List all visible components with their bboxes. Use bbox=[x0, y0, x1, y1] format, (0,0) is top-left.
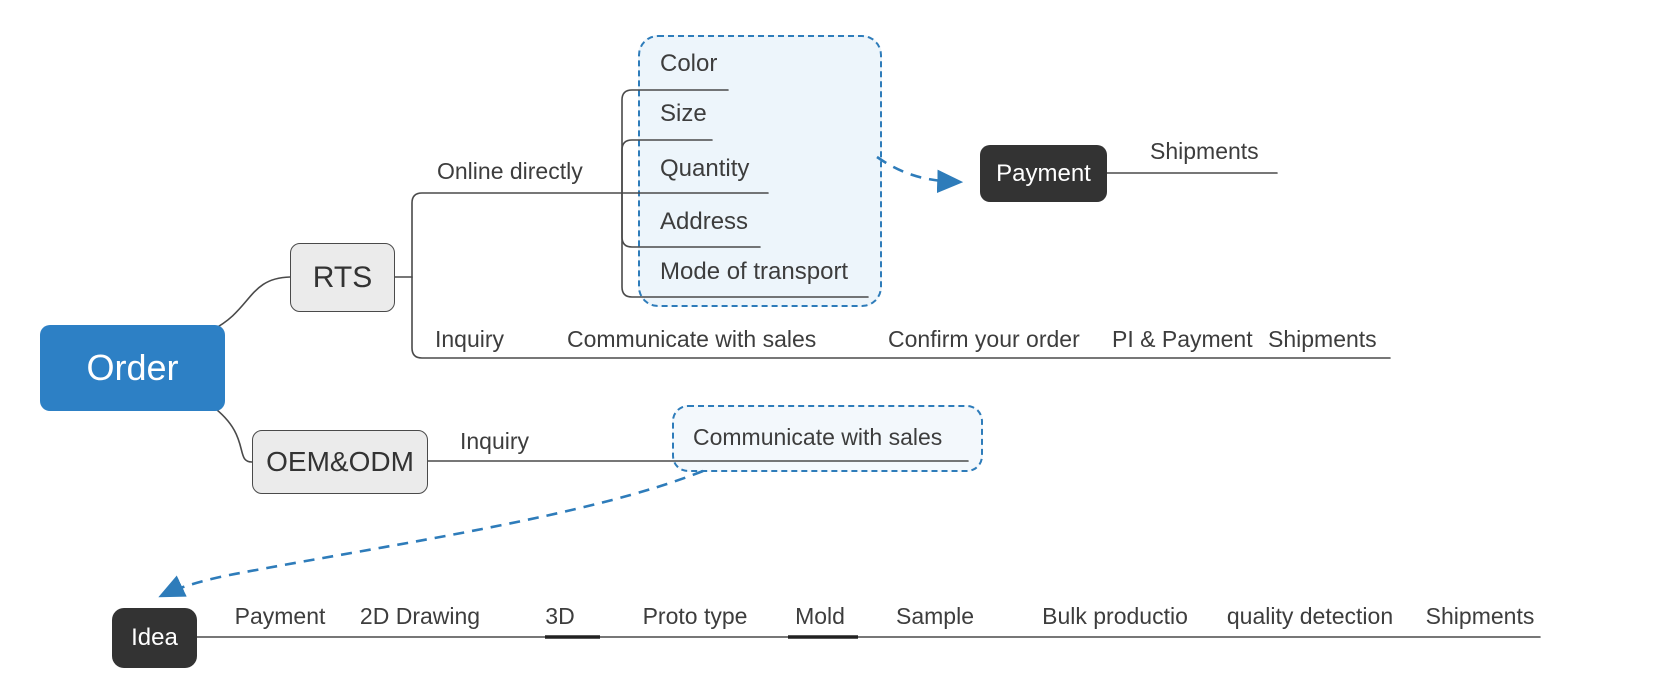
idea-step-sample[interactable]: Sample bbox=[896, 603, 974, 629]
rts-step-inquiry[interactable]: Inquiry bbox=[435, 326, 505, 352]
rts-step-communicate[interactable]: Communicate with sales bbox=[567, 326, 817, 352]
option-label-address[interactable]: Address bbox=[660, 208, 749, 235]
idea-step-2d-drawing[interactable]: 2D Drawing bbox=[359, 603, 481, 629]
idea-node-label: Idea bbox=[131, 624, 178, 651]
idea-node[interactable]: Idea bbox=[112, 608, 197, 668]
edge-rts-online bbox=[411, 192, 623, 278]
payment-node[interactable]: Payment bbox=[980, 145, 1107, 202]
rts-step-confirm-order[interactable]: Confirm your order bbox=[888, 326, 1080, 352]
edge-option-transport bbox=[621, 192, 869, 298]
rts-node-label: RTS bbox=[312, 260, 373, 294]
oem-odm-node[interactable]: OEM&ODM bbox=[252, 430, 428, 494]
idea-step-proto-type[interactable]: Proto type bbox=[642, 603, 748, 629]
root-node-label: Order bbox=[86, 347, 179, 388]
edge-rts-steps bbox=[411, 276, 1391, 359]
option-label-color[interactable]: Color bbox=[660, 50, 718, 77]
payment-node-label: Payment bbox=[996, 159, 1091, 187]
root-node-order[interactable]: Order bbox=[40, 325, 225, 411]
edge-option-size bbox=[621, 139, 713, 194]
idea-step-bulk-production[interactable]: Bulk productio bbox=[1042, 603, 1188, 629]
idea-step-shipments[interactable]: Shipments bbox=[1425, 603, 1535, 629]
rts-step-shipments[interactable]: Shipments bbox=[1268, 326, 1377, 352]
rts-node[interactable]: RTS bbox=[290, 243, 395, 312]
edge-order-oem bbox=[211, 405, 253, 463]
branch-label-online-directly[interactable]: Online directly bbox=[437, 158, 583, 184]
idea-step-payment[interactable]: Payment bbox=[234, 603, 326, 629]
dashed-arrows bbox=[158, 155, 964, 598]
step-label-shipments-top[interactable]: Shipments bbox=[1150, 138, 1259, 164]
options-group-box bbox=[638, 35, 882, 307]
idea-step-3d[interactable]: 3D bbox=[545, 603, 575, 629]
arrow-communicate-to-idea bbox=[158, 469, 704, 598]
option-label-size[interactable]: Size bbox=[660, 100, 707, 127]
idea-step-quality-detection[interactable]: quality detection bbox=[1226, 603, 1394, 629]
rts-step-pi-payment[interactable]: PI & Payment bbox=[1112, 326, 1253, 352]
oem-step-communicate[interactable]: Communicate with sales bbox=[693, 424, 943, 450]
option-label-quantity[interactable]: Quantity bbox=[660, 155, 750, 182]
oem-step-inquiry[interactable]: Inquiry bbox=[460, 428, 530, 454]
edge-option-color bbox=[621, 89, 729, 194]
oem-odm-node-label: OEM&ODM bbox=[266, 446, 414, 477]
arrow-options-to-payment bbox=[876, 155, 964, 194]
branch-lines bbox=[196, 89, 1541, 638]
option-label-mode-of-transport[interactable]: Mode of transport bbox=[660, 258, 849, 285]
edge-order-rts bbox=[211, 276, 291, 331]
idea-step-mold[interactable]: Mold bbox=[795, 603, 845, 629]
